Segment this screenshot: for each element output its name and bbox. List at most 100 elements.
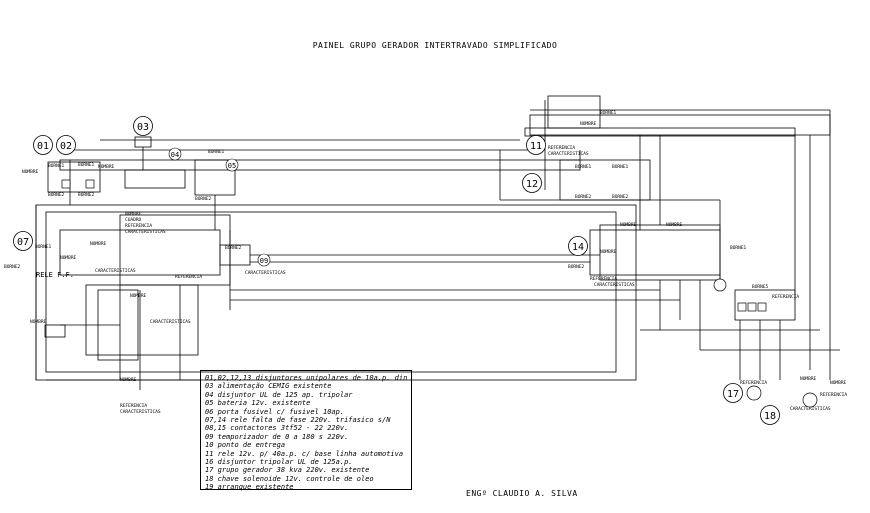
wiring (35, 95, 840, 390)
component-label: BORNE5 (752, 284, 769, 290)
motor-symbol (713, 278, 727, 292)
component-label: NOMBRE (125, 211, 142, 217)
component-label: CARACTERISTICAS (150, 319, 191, 325)
balloon-02: 02 (60, 141, 72, 152)
component-label: CARACTERISTICAS (120, 409, 161, 415)
component-label: NOMBRE (120, 377, 137, 383)
contact-symbol (747, 302, 757, 312)
component-label: BORNE2 (4, 264, 21, 270)
balloon-01: 01 (37, 141, 49, 152)
component-label: BORNE1 (612, 164, 629, 170)
component-label: BORNE1 (78, 162, 95, 168)
balloon-11-circle (526, 135, 546, 155)
legend-box: 01,02,12,13 disjuntores unipolares de 10… (200, 370, 412, 492)
generator-symbol (746, 385, 762, 401)
component-label: BORNE2 (225, 245, 242, 251)
component-label: BORNE1 (35, 244, 52, 250)
component-label: CARACTERISTICAS (95, 268, 136, 274)
breaker-symbol (85, 179, 95, 189)
balloon-03: 03 (137, 122, 149, 133)
component-label: NOMBRE (600, 249, 617, 255)
component-label: REFERENCIA (590, 276, 617, 282)
component-label: NOMBRE (60, 255, 77, 261)
component-label: REFERENCIA (175, 274, 202, 280)
balloon-17: 17 (727, 389, 739, 400)
component-label: BORNE2 (195, 196, 212, 202)
component-label: REFERENCIA (125, 223, 152, 229)
balloon-12: 12 (526, 179, 538, 190)
component-label: BORNE1 (575, 164, 592, 170)
component-label: NOMBRE (620, 222, 637, 228)
component-label: BORNE2 (78, 192, 95, 198)
legend-item: 03 alimentação CEMIG existente (205, 382, 332, 391)
engineer-signature: ENGº CLAUDIO A. SILVA (466, 489, 578, 498)
component-label: NOMBRE (666, 222, 683, 228)
starter-symbol (802, 392, 818, 408)
component-label: REFERENCIA (740, 380, 767, 386)
legend-item: 05 bateria 12v. existente (205, 399, 311, 408)
legend-item: 01,02,12,13 disjuntores unipolares de 10… (205, 374, 408, 382)
legend-item: 10 ponto de entrega (205, 441, 286, 450)
balloon-09: 09 (260, 257, 268, 265)
component-label: NOMBRE (90, 241, 107, 247)
legend-item: 17 grupo gerador 38 kva 220v. existente (205, 466, 370, 475)
balloon-07: 07 (17, 237, 29, 248)
component-label: CARACTERISTICAS (548, 151, 589, 157)
balloon-17-circle (723, 383, 743, 403)
balloon-14: 14 (572, 242, 584, 253)
legend-item: 16 disjuntor tripolar UL de 125a.p. (205, 458, 353, 467)
balloon-18: 18 (764, 411, 776, 422)
component-label: NOMBRE (30, 319, 47, 325)
component-label: NOMBRE (22, 169, 39, 175)
component-label: CARACTERISTICAS (245, 270, 286, 276)
balloon-04-circle (168, 147, 182, 161)
component-label: NOMBRE (830, 380, 847, 386)
legend-item: 08,15 contactores 3tf52 - 22 220v. (205, 424, 349, 433)
balloon-03-circle (133, 116, 153, 136)
breaker-symbol (61, 179, 71, 189)
balloon-02-circle (56, 135, 76, 155)
component-label: NOMBRE (98, 164, 115, 170)
component-label: BORNE1 (730, 245, 747, 251)
legend-item: 11 rele 12v. p/ 40a.p. c/ base linha aut… (205, 449, 404, 458)
component-label: BORNE2 (48, 192, 65, 198)
component-label: REFERENCIA (120, 403, 147, 409)
device-symbols (61, 179, 818, 408)
balloon-04: 04 (171, 151, 179, 159)
relay-label: RELE F.F. (36, 271, 74, 279)
balloon-09-circle (257, 253, 271, 267)
balloon-11: 11 (530, 141, 542, 152)
component-label: CARACTERISTICAS (790, 406, 831, 412)
legend-item: 19 arranque existente (205, 483, 294, 492)
balloons: 01 02 03 04 05 07 09 11 12 14 17 18 (13, 116, 780, 425)
balloon-05-circle (225, 158, 239, 172)
component-label: CARACTERISTICAS (125, 229, 166, 235)
component-label: REFERENCIA (548, 145, 575, 151)
component-labels: BORNE1 BORNE2 NOMBRE BORNE1 BORNE2 NOMBR… (4, 110, 847, 415)
contact-symbol (757, 302, 767, 312)
component-label: BORNE1 (600, 110, 617, 116)
legend-item: 07,14 rele falta de fase 220v. trifasico… (205, 416, 391, 425)
legend-item: 09 temporizador de 0 a 180 s 220v. (205, 432, 349, 441)
balloon-01-circle (33, 135, 53, 155)
legend-item: 18 chave solenoide 12v. controle de oleo (205, 474, 374, 483)
component-label: BORNE2 (568, 264, 585, 270)
balloon-05: 05 (228, 162, 236, 170)
component-label: REFERENCIA (820, 392, 847, 398)
component-label: REFERENCIA (772, 294, 799, 300)
drawing-title: PAINEL GRUPO GERADOR INTERTRAVADO SIMPLI… (312, 41, 558, 50)
component-label: NOMBRE (130, 293, 147, 299)
component-label: BORNE1 (48, 163, 65, 169)
component-label: CARACTERISTICAS (594, 282, 635, 288)
balloon-14-circle (568, 236, 588, 256)
balloon-07-circle (13, 231, 33, 251)
component-label: NOMBRE (800, 376, 817, 382)
balloon-18-circle (760, 405, 780, 425)
contact-symbol (737, 302, 747, 312)
component-label: NOMBRE (580, 121, 597, 127)
component-label: BORNE1 (208, 149, 225, 155)
component-label: BORNE2 (575, 194, 592, 200)
legend-item: 04 disjuntor UL de 125 ap. tripolar (205, 390, 353, 399)
component-label: CUADRO (125, 217, 142, 223)
component-label: BORNE2 (612, 194, 629, 200)
